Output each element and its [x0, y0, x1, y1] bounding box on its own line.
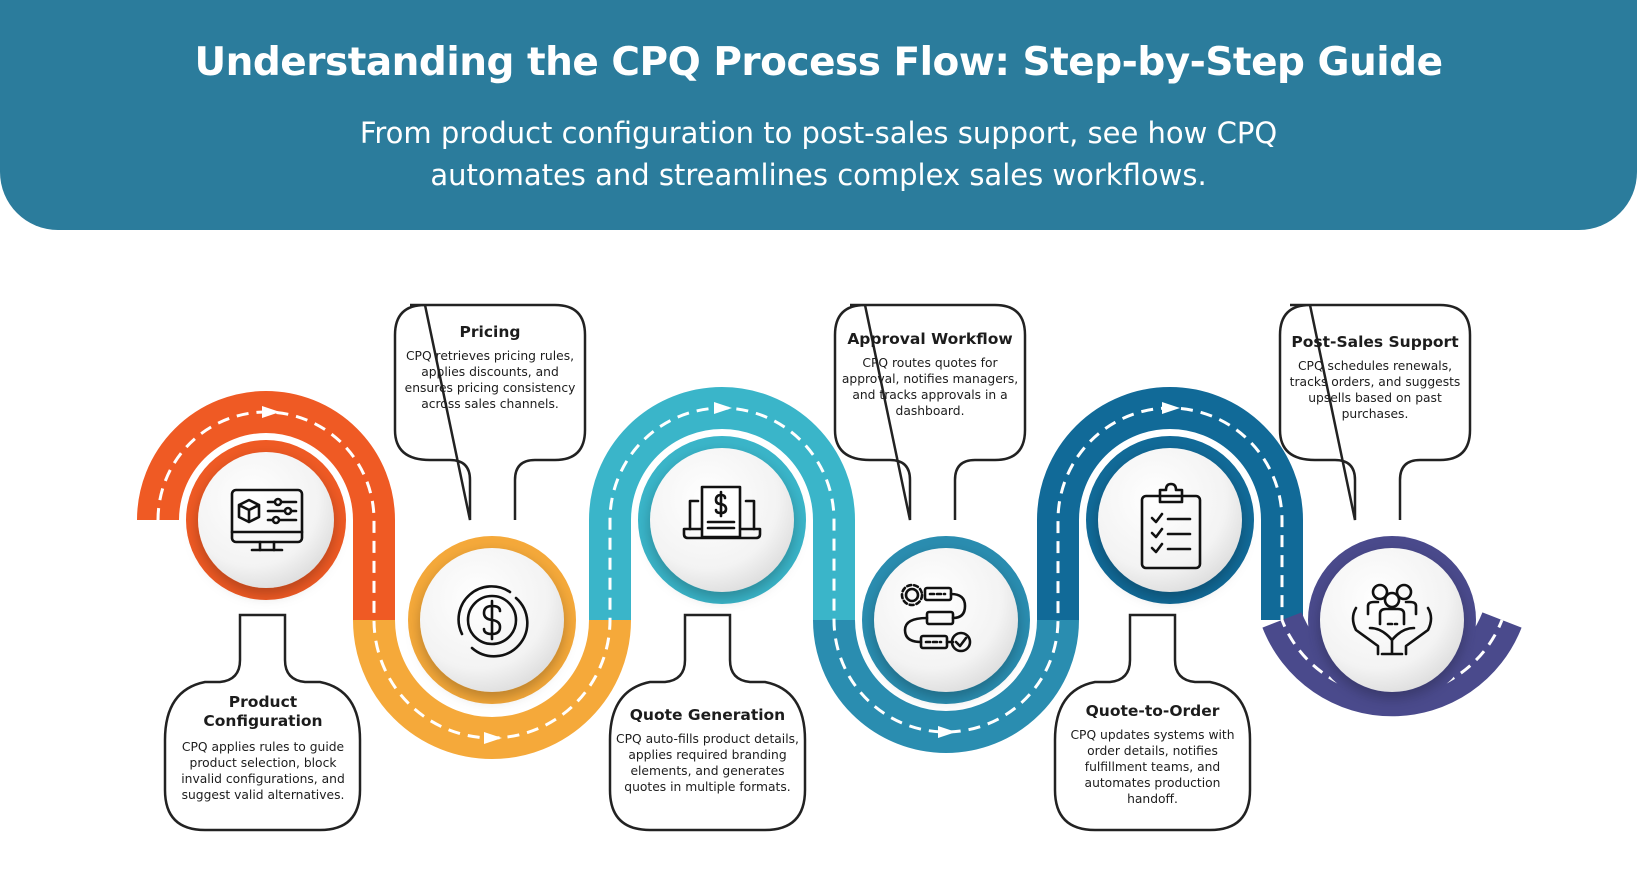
- bubble-outline-pricing: [393, 303, 587, 521]
- monitor-settings-icon: [230, 488, 304, 552]
- node-step-4: [874, 548, 1018, 692]
- step-title: Quote-to-Order: [1085, 702, 1220, 720]
- arrow-icon: [1384, 732, 1402, 744]
- step-title: Post-Sales Support: [1291, 333, 1459, 351]
- node-step-6: [1320, 548, 1464, 692]
- bubble-outline-postsales: [1278, 303, 1472, 521]
- step-title-line-1: Product: [228, 693, 298, 711]
- step-title: Pricing: [459, 323, 521, 341]
- step-title: Approval Workflow: [847, 330, 1013, 348]
- callout-shapes: [163, 303, 1472, 832]
- bubble-outline-product-config: [163, 613, 362, 832]
- step-title: Quote Generation: [629, 706, 786, 724]
- bubble-outline-quote-gen: [608, 613, 807, 832]
- subtitle-line-2: automates and streamlines complex sales …: [430, 158, 1207, 192]
- step-description: CPQ auto-fills product details, applies …: [616, 732, 799, 794]
- bubble-outline-quote-order: [1053, 613, 1252, 832]
- arrow-icon: [262, 406, 280, 418]
- step-description: CPQ routes quotes for approval, notifies…: [841, 356, 1019, 418]
- dollar-coin-icon: [457, 585, 529, 658]
- node-step-1: [198, 452, 334, 588]
- step-description: CPQ retrieves pricing rules, applies dis…: [404, 349, 576, 411]
- step-card-pricing: Pricing CPQ retrieves pricing rules, app…: [400, 323, 580, 412]
- arrow-icon: [1162, 402, 1180, 414]
- step-card-approval-workflow: Approval Workflow CPQ routes quotes for …: [840, 330, 1020, 419]
- step-description: CPQ applies rules to guide product selec…: [181, 740, 345, 802]
- step-description: CPQ updates systems with order details, …: [1070, 728, 1235, 806]
- step-card-post-sales-support: Post-Sales Support CPQ schedules renewal…: [1285, 333, 1465, 422]
- clipboard-checklist-icon: [1140, 482, 1202, 570]
- step-card-quote-generation: Quote Generation CPQ auto-fills product …: [615, 706, 800, 795]
- page-subtitle: From product configuration to post-sales…: [0, 112, 1637, 196]
- header-banner: Understanding the CPQ Process Flow: Step…: [0, 0, 1637, 230]
- arrow-icon: [484, 732, 502, 744]
- step-title-line-2: Configuration: [203, 712, 323, 730]
- arrow-icon: [938, 726, 956, 738]
- subtitle-line-1: From product configuration to post-sales…: [359, 116, 1278, 150]
- hands-people-icon: [1351, 583, 1433, 656]
- arrow-icon: [714, 402, 732, 414]
- laptop-invoice-icon: [682, 485, 762, 540]
- page-title: Understanding the CPQ Process Flow: Step…: [194, 40, 1443, 85]
- direction-arrows: [262, 402, 1402, 744]
- step-description: CPQ schedules renewals, tracks orders, a…: [1289, 359, 1461, 421]
- workflow-icon: [900, 583, 972, 653]
- step-card-product-configuration: Product Configuration CPQ applies rules …: [172, 693, 354, 803]
- bubble-outline-approval: [833, 303, 1027, 521]
- step-card-quote-to-order: Quote-to-Order CPQ updates systems with …: [1060, 702, 1245, 807]
